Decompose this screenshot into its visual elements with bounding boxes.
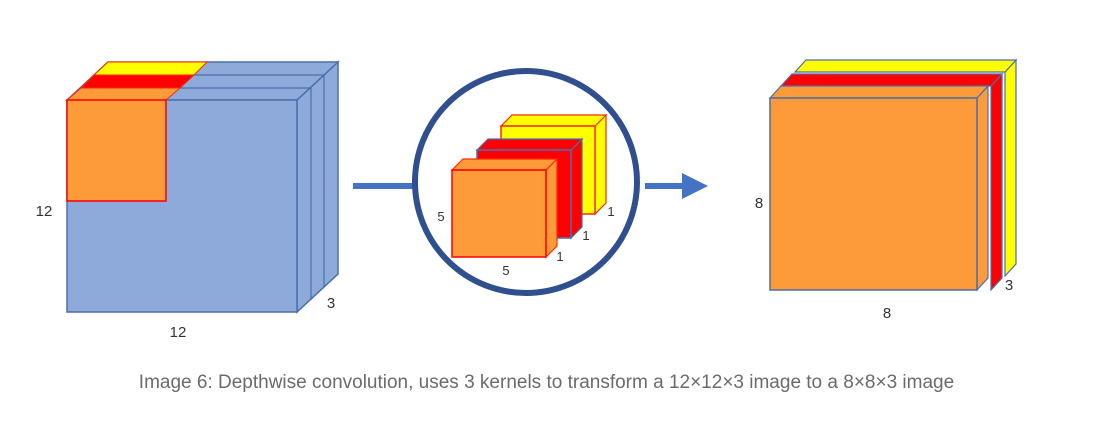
right-arrow: [645, 173, 708, 199]
input-block: [65, 60, 340, 314]
kernel-depth-label-orange: 1: [556, 249, 563, 264]
output-block: [768, 58, 1018, 292]
output-width-label: 8: [883, 305, 891, 322]
kernel-depth-label-red: 1: [582, 228, 589, 243]
input-width-label: 12: [170, 324, 187, 341]
kernel-width-label: 5: [502, 263, 509, 278]
output-depth-label: 3: [1005, 277, 1013, 294]
input-height-label: 12: [36, 203, 53, 220]
kernel-orange: [450, 157, 559, 259]
output-height-label: 8: [755, 195, 763, 212]
kernel-depth-label-yellow: 1: [607, 204, 614, 219]
kernel-height-label: 5: [437, 209, 444, 224]
depthwise-convolution-diagram: 12 12 3 5 5 1 1 1 8 8 3: [36, 58, 1018, 341]
input-depth-label: 3: [327, 295, 335, 312]
figure-caption: Image 6: Depthwise convolution, uses 3 k…: [138, 372, 955, 393]
